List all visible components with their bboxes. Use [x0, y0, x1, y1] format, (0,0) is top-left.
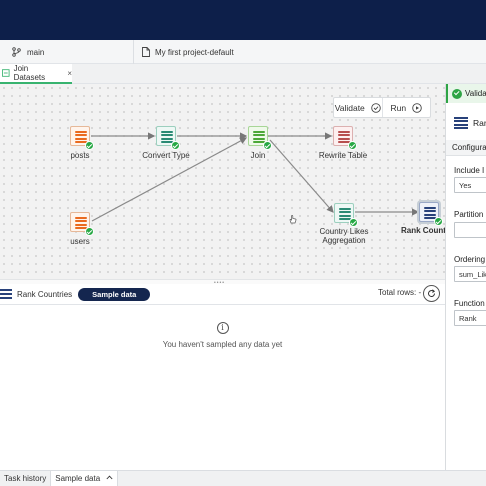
include-label: Include I — [454, 166, 485, 175]
refresh-button[interactable] — [423, 285, 440, 302]
rank-icon — [454, 117, 468, 129]
node-convert-type[interactable] — [156, 126, 180, 150]
node-label-country-likes-line2: Aggregation — [322, 236, 366, 245]
partition-label: Partition — [454, 210, 484, 219]
rank-icon — [424, 207, 436, 219]
include-select[interactable]: Yes — [454, 177, 486, 193]
success-check-icon — [349, 218, 358, 227]
empty-state-message: You haven't sampled any data yet — [162, 340, 283, 349]
sample-data-button[interactable]: Sample data — [78, 287, 151, 301]
project-selector[interactable]: My first project-default — [142, 40, 234, 64]
tab-label: Task history — [4, 474, 47, 483]
node-label-join: Join — [250, 151, 266, 160]
validation-banner: Valida — [446, 84, 486, 103]
success-check-icon — [263, 141, 272, 150]
config-side-panel: Valida Ran Configura Include I Yes Parti… — [445, 84, 486, 470]
canvas-actions: Validate Run — [333, 97, 431, 118]
edge-users-join — [91, 137, 248, 222]
node-rewrite-table[interactable] — [333, 126, 357, 150]
git-branch-icon — [12, 47, 21, 57]
node-label-users: users — [70, 237, 90, 246]
tab-task-history[interactable]: Task history — [0, 471, 50, 486]
function-select[interactable]: Rank — [454, 310, 486, 326]
branch-selector[interactable]: main — [12, 40, 44, 64]
pipeline-edges — [91, 132, 420, 222]
table-icon — [338, 131, 350, 143]
divider — [0, 304, 445, 305]
divider — [133, 40, 134, 64]
top-app-bar — [0, 0, 486, 40]
validate-label: Validate — [334, 102, 365, 113]
chevron-up-icon — [106, 475, 113, 482]
success-check-icon — [85, 141, 94, 150]
info-icon: i — [216, 322, 229, 334]
tab-join-datasets[interactable]: Join Datasets × — [0, 64, 72, 84]
validate-button[interactable]: Validate — [334, 98, 382, 117]
project-name: My first project-default — [155, 47, 234, 57]
validation-text: Valida — [465, 89, 486, 98]
close-icon[interactable]: × — [67, 68, 72, 78]
dataset-icon — [75, 217, 87, 229]
file-tabs: Join Datasets × — [0, 64, 486, 84]
play-circle-icon — [412, 102, 422, 113]
node-label-country-likes-line1: Country Likes — [319, 227, 369, 236]
node-label-convert-type: Convert Type — [142, 151, 190, 160]
check-circle-icon — [452, 88, 462, 99]
partition-input[interactable] — [454, 222, 486, 238]
refresh-icon — [428, 289, 436, 297]
edge-join-aggregation — [269, 139, 334, 213]
tab-sample-data[interactable]: Sample data — [50, 471, 119, 486]
function-label: Function — [454, 299, 485, 308]
success-check-icon — [348, 141, 357, 150]
panel-title-text: Ran — [473, 118, 486, 128]
pipeline-canvas[interactable]: Validate Run posts Convert Type Join — [0, 84, 445, 279]
success-check-icon — [85, 227, 94, 236]
node-posts[interactable] — [70, 126, 94, 150]
tab-label: Join Datasets — [13, 64, 46, 82]
node-join[interactable] — [248, 126, 272, 150]
branch-project-bar: main My first project-default — [0, 40, 486, 64]
sample-dataset-name: Rank Countries — [17, 289, 73, 299]
bottom-tabs: Task history Sample data — [0, 470, 486, 486]
rank-icon — [0, 289, 12, 299]
node-users[interactable] — [70, 212, 94, 236]
hand-cursor-icon — [289, 215, 297, 224]
aggregation-icon — [339, 208, 351, 220]
node-country-likes-aggregation[interactable] — [334, 203, 358, 227]
transform-icon — [161, 131, 173, 143]
run-label: Run — [390, 102, 407, 113]
pipeline-icon — [2, 69, 10, 77]
node-rank-countries[interactable] — [419, 202, 443, 226]
node-label-posts: posts — [70, 151, 90, 160]
empty-state: i You haven't sampled any data yet — [0, 322, 445, 349]
success-check-icon — [434, 217, 443, 226]
join-icon — [253, 131, 265, 143]
panel-resize-handle[interactable]: •••• — [0, 279, 445, 286]
ordering-label: Ordering — [454, 255, 486, 264]
node-label-rank-countries: Rank Countri — [401, 226, 445, 235]
total-rows: Total rows: - — [378, 288, 422, 297]
panel-title: Ran — [454, 117, 486, 129]
node-label-rewrite-table: Rewrite Table — [318, 151, 368, 160]
success-check-icon — [171, 141, 180, 150]
run-button[interactable]: Run — [381, 98, 431, 117]
dataset-icon — [75, 131, 87, 143]
ordering-input[interactable]: sum_Lik — [454, 266, 486, 282]
document-icon — [142, 47, 150, 57]
check-circle-icon — [371, 102, 381, 113]
tab-label: Sample data — [55, 474, 101, 483]
sample-panel-header: Rank Countries Sample data Total rows: - — [0, 284, 445, 304]
branch-name: main — [27, 47, 45, 57]
tab-configuration[interactable]: Configura — [446, 140, 486, 156]
